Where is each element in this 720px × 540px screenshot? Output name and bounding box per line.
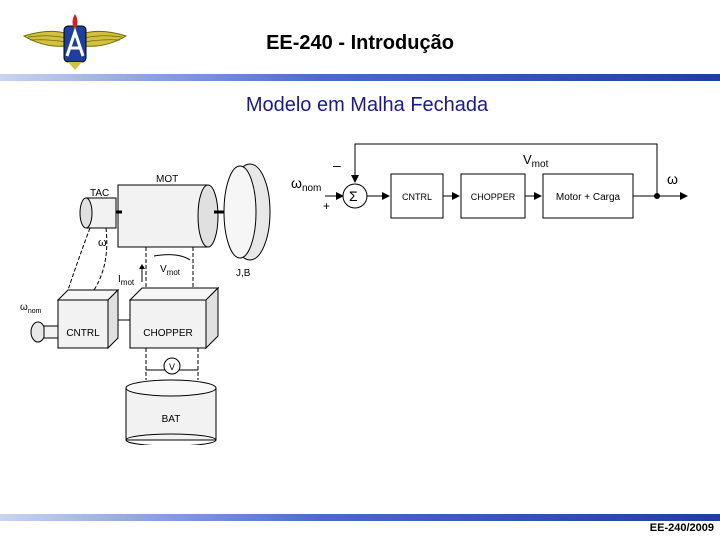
cntrl-box-label: CNTRL (66, 328, 100, 339)
sum-symbol: Σ (349, 188, 358, 204)
jb-label: J,B (236, 268, 251, 279)
motor-load-block-label: Motor + Carga (556, 192, 621, 203)
cntrl-box-front (57, 299, 109, 349)
output-omega: ω (667, 171, 678, 187)
mot-label: MOT (156, 174, 178, 185)
slide-title: Modelo em Malha Fechada (245, 94, 489, 116)
input-omega-nom: ωnom (291, 175, 321, 194)
setpoint-knob-stem (43, 325, 59, 339)
cntrl-box-side (107, 288, 119, 350)
chopper-block-label: CHOPPER (471, 192, 516, 202)
footer-text: EE-240/2009 (649, 522, 714, 534)
battery-top (125, 379, 217, 397)
footer-bar (0, 514, 720, 521)
minus-sign: – (333, 157, 341, 173)
chopper-box-label: CHOPPER (143, 328, 192, 339)
motor-load-block (542, 173, 634, 219)
cntrl-block-label: CNTRL (402, 192, 432, 202)
logo-wing-lines (27, 35, 123, 43)
cntrl-block (390, 173, 444, 219)
imot-arrowhead (139, 264, 145, 269)
header-title: EE-240 - Introdução (266, 32, 454, 54)
imot-label: Imot (118, 274, 135, 287)
feedback-path (351, 143, 658, 196)
vmot-label: Vmot (523, 152, 549, 170)
battery-bottom (125, 433, 217, 445)
omega-nom-input-label: ωnom (20, 302, 42, 315)
setpoint-knob (30, 321, 46, 343)
motor-body (117, 184, 209, 248)
header-bar (0, 74, 720, 81)
block-diagram: ωnom + – Σ CNTRL CHOPPER Vmot Motor + Ca… (291, 143, 688, 219)
tac-label: TAC (90, 188, 109, 199)
logo-flame (72, 14, 78, 30)
tac-omega-label: ω (98, 237, 107, 249)
battery-label: BAT (162, 414, 181, 425)
tac-end (79, 197, 93, 229)
voltmeter (163, 357, 181, 375)
ita-logo (22, 14, 128, 70)
motor-end (197, 184, 219, 248)
battery-body (125, 387, 217, 441)
voltmeter-label: V (169, 362, 175, 372)
chopper-box-top (128, 287, 220, 301)
logo-base (68, 62, 82, 70)
physical-diagram: TAC MOT ω Imot Vmot J,B ωnom CNTRL CHOPP… (20, 163, 271, 445)
vmot-arc (153, 254, 191, 261)
logo-monogram (65, 27, 85, 57)
plus-sign: + (323, 199, 330, 213)
chopper-block (460, 173, 526, 219)
tac-wire-2 (93, 227, 108, 291)
flywheel-face (223, 165, 257, 259)
chopper-box-front (129, 299, 207, 349)
vmot-physical-label: Vmot (160, 264, 181, 277)
tac-wire-1 (67, 227, 91, 291)
